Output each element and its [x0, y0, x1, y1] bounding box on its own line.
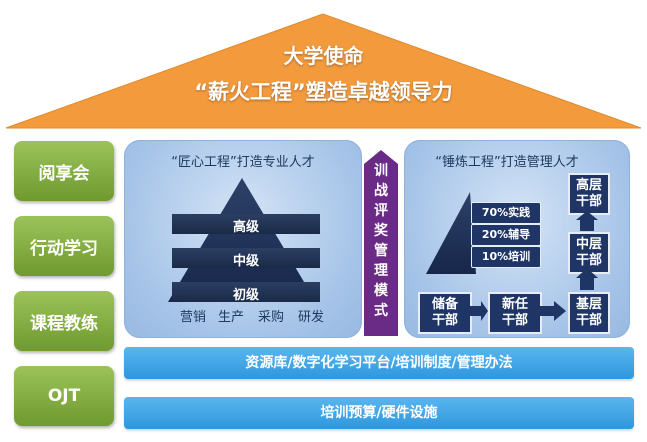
roof-title-project: “薪火工程”塑造卓越领导力	[194, 80, 453, 104]
band-char-8: 式	[374, 303, 388, 319]
pillar-action-learning: 行动学习	[14, 216, 114, 276]
band-char-2: 战	[374, 183, 388, 199]
roof	[5, 13, 642, 129]
roof-title-mission: 大学使命	[283, 44, 364, 68]
box-reserve-cadre: 储备 干部	[418, 292, 472, 334]
ratio-practice: 70%实践	[471, 202, 541, 224]
arrow-right-icon	[540, 301, 566, 321]
arrow-right-icon	[469, 301, 488, 321]
band-char-4: 奖	[374, 223, 388, 239]
pillar-ojt: OJT	[14, 366, 114, 426]
ratio-training: 10%培训	[471, 246, 541, 268]
level-middle: 中级	[232, 254, 259, 269]
band-char-7: 模	[374, 283, 388, 299]
foundation-bar-budget: 培训预算/硬件设施	[124, 397, 634, 429]
career-arrows	[469, 211, 598, 321]
band-char-1: 训	[374, 163, 388, 179]
function-procurement: 采购	[258, 310, 285, 325]
function-marketing: 营销	[180, 310, 207, 325]
ratio-coaching: 20%辅导	[471, 224, 541, 246]
level-band-middle	[172, 248, 320, 268]
pillar-course-coach: 课程教练	[14, 291, 114, 351]
pyramid-specialist	[168, 178, 316, 302]
function-rnd: 研发	[298, 310, 325, 325]
level-junior: 初级	[232, 288, 259, 303]
band-char-6: 理	[374, 263, 388, 279]
function-production: 生产	[218, 310, 245, 325]
band-char-3: 评	[374, 203, 388, 219]
band-char-5: 管	[374, 243, 388, 259]
level-band-junior	[172, 282, 320, 302]
box-base-cadre: 基层 干部	[568, 292, 610, 334]
arrow-up-icon	[576, 268, 598, 290]
middle-band	[364, 150, 398, 336]
pillar-reading-club: 阅享会	[14, 141, 114, 201]
box-middle-cadre: 中层 干部	[568, 232, 610, 274]
arrow-up-icon	[576, 211, 598, 231]
level-senior: 高级	[232, 220, 259, 235]
right-panel-title: “锤炼工程”打造管理人才	[435, 155, 579, 170]
left-panel-title: “匠心工程”打造专业人才	[171, 155, 315, 170]
foundation-bar-resources: 资源库/数字化学习平台/培训制度/管理办法	[124, 347, 634, 379]
ratio-triangle	[426, 192, 476, 274]
level-band-senior	[172, 214, 320, 234]
